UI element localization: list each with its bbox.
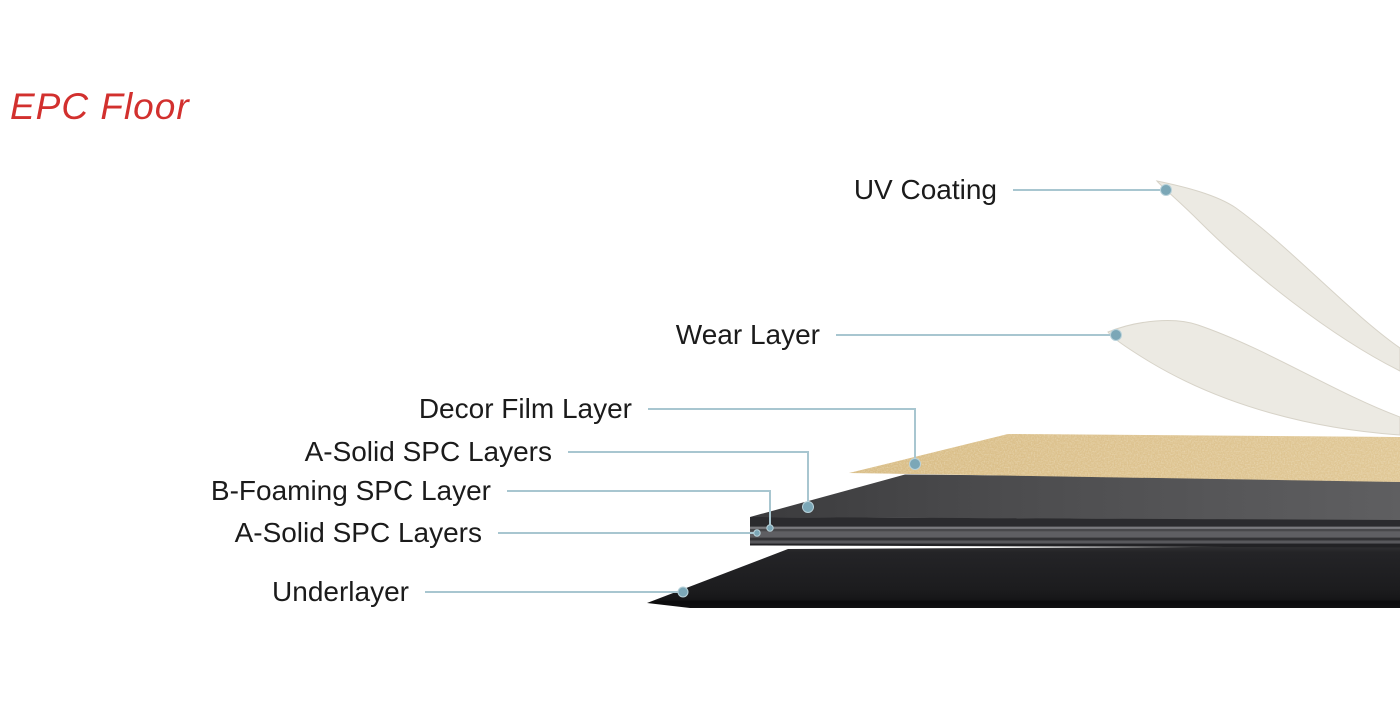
leader-dot-decor-film-layer <box>909 458 921 470</box>
leader-line-b-foaming-spc <box>507 490 771 528</box>
uv-coating-ribbon <box>1155 180 1400 372</box>
leader-line-a-solid-spc-top <box>568 451 809 507</box>
leader-dot-b-foaming-spc <box>766 524 774 532</box>
leader-lines-group <box>425 184 1172 598</box>
spc-core-top-face <box>750 474 1400 521</box>
label-wear-layer: Wear Layer <box>675 319 820 350</box>
leader-dot-a-solid-spc-bottom <box>753 529 761 537</box>
leader-line-decor-film-layer <box>648 408 916 464</box>
label-a-solid-spc-top: A-Solid SPC Layers <box>304 436 552 467</box>
label-underlayer: Underlayer <box>272 576 409 607</box>
underlayer-shape <box>647 546 1400 608</box>
leader-dot-underlayer <box>677 586 689 598</box>
page-title: EPC Floor <box>10 86 190 127</box>
label-b-foaming-spc: B-Foaming SPC Layer <box>210 475 491 506</box>
label-decor-film-layer: Decor Film Layer <box>418 393 632 424</box>
spc-core-front-stripes <box>750 517 1400 548</box>
wear-layer-ribbon <box>1107 320 1400 436</box>
label-a-solid-spc-bottom: A-Solid SPC Layers <box>234 517 482 548</box>
leader-dot-uv-coating <box>1160 184 1172 196</box>
decor-film-wood-sheet <box>849 434 1400 482</box>
leader-dot-wear-layer <box>1110 329 1122 341</box>
label-uv-coating: UV Coating <box>853 174 997 205</box>
leader-dot-a-solid-spc-top <box>802 501 814 513</box>
